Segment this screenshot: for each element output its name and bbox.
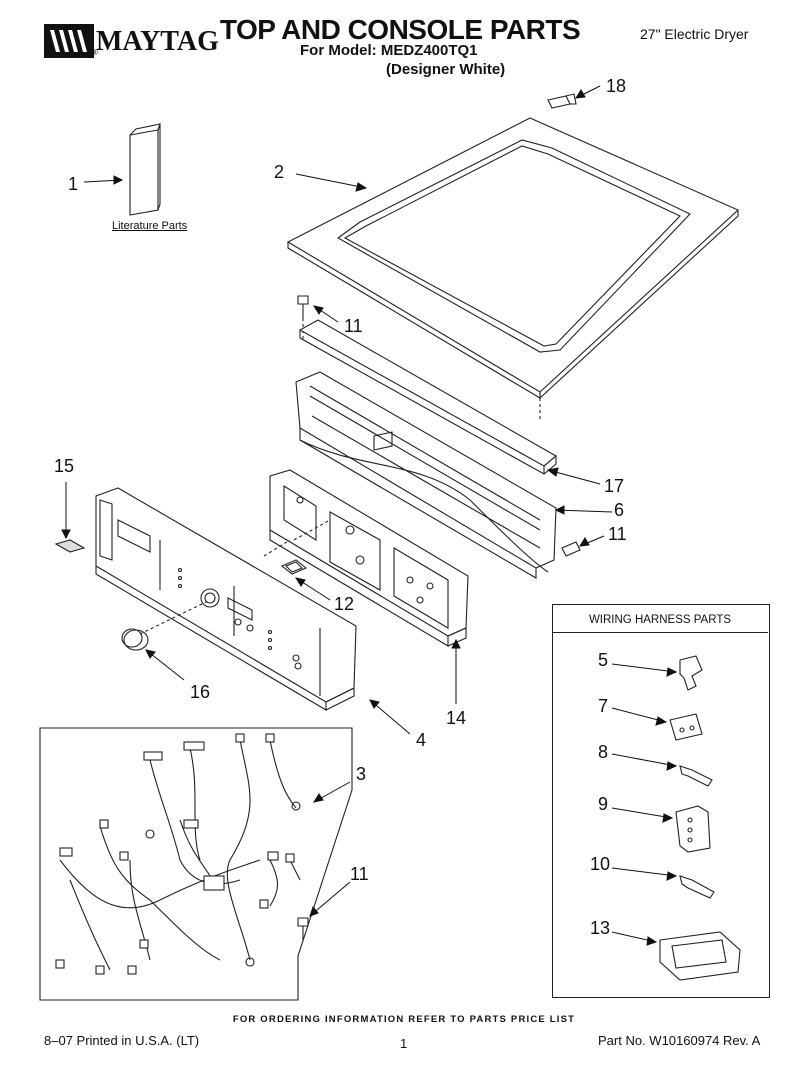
brand-name: MAYTAG: [96, 26, 219, 57]
literature-parts-label: Literature Parts: [112, 220, 188, 232]
callout-14: 14: [446, 708, 466, 728]
callout-18: 18: [606, 76, 626, 96]
callout-11-top: 11: [344, 316, 363, 336]
screw-18-illustration: [547, 93, 577, 109]
callout-5: 5: [598, 650, 608, 670]
callout-10: 10: [590, 854, 610, 874]
callout-7: 7: [598, 696, 608, 716]
console-4-illustration: [95, 487, 357, 711]
wiring-harness-3-box: [39, 727, 353, 1001]
callout-3: 3: [356, 764, 366, 784]
harness-part-10-illustration: [679, 875, 715, 899]
screw-11-bottom-illustration: [297, 917, 309, 940]
harness-part-8-illustration: [679, 765, 713, 787]
model-line: For Model: MEDZ400TQ1: [300, 42, 478, 59]
product-type: 27" Electric Dryer: [640, 26, 749, 42]
harness-part-5-illustration: [679, 655, 703, 691]
wiring-harness-parts-box: [552, 604, 770, 998]
callout-8: 8: [598, 742, 608, 762]
top-panel-illustration: [286, 117, 739, 420]
page-title: TOP AND CONSOLE PARTS: [219, 14, 581, 45]
callout-12: 12: [334, 594, 354, 614]
control-board-14-illustration: [269, 469, 469, 647]
knob-16-illustration: [121, 601, 207, 651]
harness-part-7-illustration: [669, 713, 703, 741]
label-15-illustration: [54, 539, 86, 553]
callout-11-bottom: 11: [350, 864, 369, 884]
callout-16: 16: [190, 682, 210, 702]
screw-11-top-illustration: [297, 295, 309, 340]
callout-6: 6: [614, 500, 624, 520]
callout-2: 2: [274, 162, 284, 182]
window-12-illustration: [280, 559, 308, 575]
ordering-note: FOR ORDERING INFORMATION REFER TO PARTS …: [232, 1014, 576, 1025]
harness-part-9-illustration: [675, 805, 711, 853]
bracket-17-illustration: [298, 319, 557, 475]
maytag-logo: MAYTAG ®: [44, 22, 219, 60]
callout-9: 9: [598, 794, 608, 814]
part-number: Part No. W10160974 Rev. A: [598, 1033, 761, 1048]
console-frame-6-illustration: [295, 371, 557, 579]
page-number: 1: [400, 1036, 408, 1051]
color-line: (Designer White): [386, 61, 506, 78]
print-date: 8–07 Printed in U.S.A. (LT): [44, 1033, 200, 1048]
wiring-harness-parts-title: WIRING HARNESS PARTS: [552, 604, 768, 633]
callout-1: 1: [68, 174, 78, 194]
callout-11-right: 11: [608, 524, 627, 544]
callout-15: 15: [54, 456, 74, 476]
literature-booklet-illustration: [129, 123, 161, 216]
screw-11-right-illustration: [561, 541, 581, 557]
callout-17: 17: [604, 476, 624, 496]
callout-4: 4: [416, 730, 426, 750]
callout-13: 13: [590, 918, 610, 938]
harness-part-13-illustration: [659, 931, 741, 981]
registered-mark: ®: [92, 48, 98, 57]
maytag-logo-mark: [44, 24, 94, 58]
